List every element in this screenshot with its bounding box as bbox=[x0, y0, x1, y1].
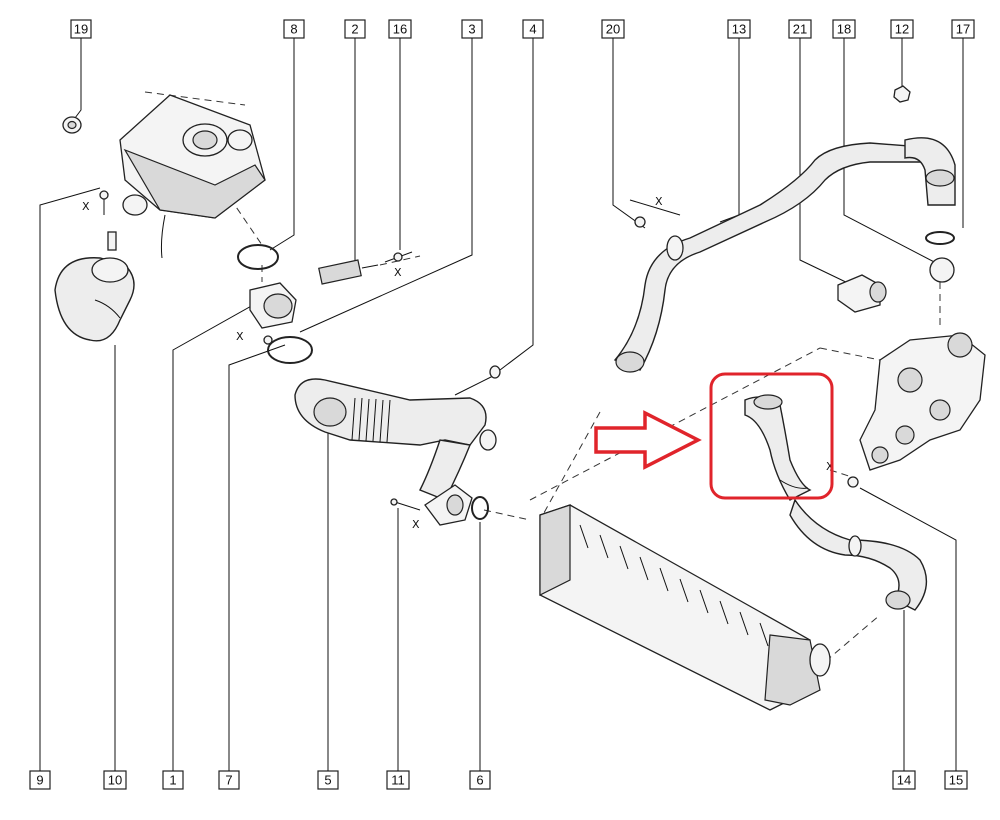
clamp-ring-7 bbox=[267, 336, 313, 364]
svg-text:X: X bbox=[82, 200, 90, 213]
svg-text:12: 12 bbox=[895, 22, 909, 37]
svg-text:X: X bbox=[236, 330, 244, 343]
svg-text:6: 6 bbox=[476, 773, 483, 788]
nut-12 bbox=[893, 85, 911, 103]
callout-17[interactable]: 17 bbox=[951, 19, 975, 39]
svg-text:3: 3 bbox=[468, 22, 475, 37]
svg-text:X: X bbox=[826, 460, 834, 473]
gasket-6 bbox=[471, 496, 489, 520]
callout-16[interactable]: 16 bbox=[388, 19, 412, 39]
bolt-20: X bbox=[629, 195, 681, 228]
callout-12[interactable]: 12 bbox=[890, 19, 914, 39]
bellows-3 bbox=[351, 397, 391, 443]
svg-text:15: 15 bbox=[949, 773, 963, 788]
nut-15: X bbox=[826, 460, 859, 488]
svg-text:5: 5 bbox=[324, 773, 331, 788]
callout-4[interactable]: 4 bbox=[522, 19, 544, 39]
callout-13[interactable]: 13 bbox=[727, 19, 751, 39]
svg-text:X: X bbox=[412, 518, 420, 531]
svg-text:19: 19 bbox=[74, 22, 88, 37]
callout-1[interactable]: 1 bbox=[162, 770, 184, 790]
svg-text:2: 2 bbox=[351, 22, 358, 37]
svg-text:13: 13 bbox=[732, 22, 746, 37]
callout-19[interactable]: 19 bbox=[70, 19, 92, 39]
callout-5[interactable]: 5 bbox=[317, 770, 339, 790]
air-filter-housing bbox=[62, 94, 266, 259]
air-flow-sensor-1: X bbox=[236, 282, 297, 345]
bolt-4 bbox=[454, 365, 501, 396]
intercooler-fins bbox=[579, 524, 769, 647]
hose-14 bbox=[789, 498, 928, 611]
svg-text:9: 9 bbox=[36, 773, 43, 788]
seal-ring-8 bbox=[237, 244, 279, 270]
sensor-2 bbox=[318, 259, 379, 285]
intake-pipe-5 bbox=[294, 378, 497, 501]
clip-18 bbox=[925, 231, 955, 283]
svg-text:14: 14 bbox=[897, 773, 911, 788]
callout-15[interactable]: 15 bbox=[944, 770, 968, 790]
svg-text:11: 11 bbox=[391, 773, 405, 788]
callout-14[interactable]: 14 bbox=[892, 770, 916, 790]
intercooler bbox=[539, 504, 831, 711]
svg-text:1: 1 bbox=[169, 773, 176, 788]
callout-3[interactable]: 3 bbox=[461, 19, 483, 39]
annotation-highlight-box bbox=[709, 372, 834, 500]
svg-text:10: 10 bbox=[108, 773, 122, 788]
callout-11[interactable]: 11 bbox=[386, 770, 410, 790]
svg-text:20: 20 bbox=[606, 22, 620, 37]
callout-6[interactable]: 6 bbox=[469, 770, 491, 790]
highlighted-hose[interactable] bbox=[744, 394, 812, 501]
flange-11: X bbox=[390, 484, 473, 531]
leader-lines bbox=[39, 38, 964, 771]
callout-9[interactable]: 9 bbox=[29, 770, 51, 790]
svg-text:X: X bbox=[655, 195, 663, 208]
elbow-17 bbox=[904, 137, 956, 206]
turbo-manifold bbox=[859, 332, 986, 471]
intake-duct-10: X bbox=[54, 190, 148, 342]
callout-20[interactable]: 20 bbox=[601, 19, 625, 39]
svg-text:17: 17 bbox=[956, 22, 970, 37]
svg-text:18: 18 bbox=[837, 22, 851, 37]
svg-text:8: 8 bbox=[290, 22, 297, 37]
svg-text:X: X bbox=[394, 266, 402, 279]
svg-text:4: 4 bbox=[529, 22, 536, 37]
annotation-arrow bbox=[594, 410, 702, 470]
bolt-16: X bbox=[384, 251, 413, 279]
callout-8[interactable]: 8 bbox=[283, 19, 305, 39]
callout-18[interactable]: 18 bbox=[832, 19, 856, 39]
svg-text:7: 7 bbox=[225, 773, 232, 788]
svg-text:21: 21 bbox=[793, 22, 807, 37]
callout-7[interactable]: 7 bbox=[218, 770, 240, 790]
svg-text:16: 16 bbox=[393, 22, 407, 37]
hose-13 bbox=[613, 142, 936, 373]
callout-10[interactable]: 10 bbox=[103, 770, 127, 790]
callout-21[interactable]: 21 bbox=[788, 19, 812, 39]
valve-21 bbox=[837, 274, 887, 313]
callout-2[interactable]: 2 bbox=[344, 19, 366, 39]
